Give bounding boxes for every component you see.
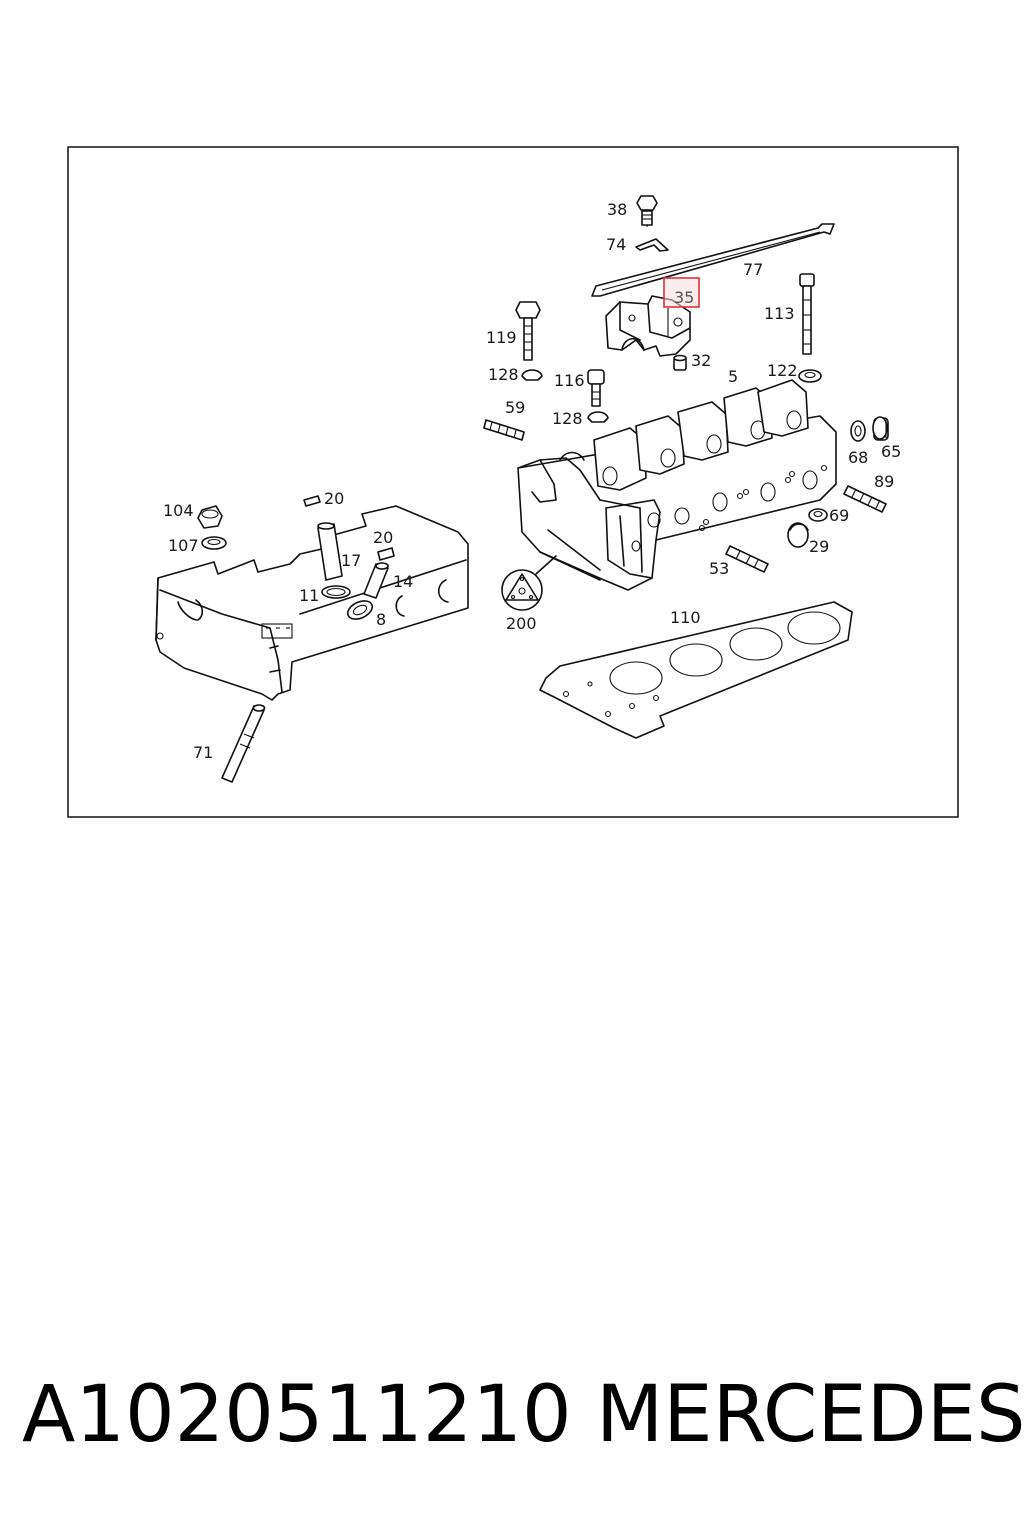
callout-200[interactable]: 200 xyxy=(506,614,537,633)
cam-bearing-towers xyxy=(593,379,809,491)
part-11-ring xyxy=(321,585,351,599)
part-footer: A1020511210 MERCEDES xyxy=(0,1370,1024,1470)
part-14-tube xyxy=(363,562,389,599)
callout-38[interactable]: 38 xyxy=(607,200,627,219)
callout-89[interactable]: 89 xyxy=(874,472,894,491)
callout-128-upper[interactable]: 128 xyxy=(488,365,519,384)
callout-53[interactable]: 53 xyxy=(709,559,729,578)
part-74-clip xyxy=(635,238,669,252)
callout-68[interactable]: 68 xyxy=(848,448,868,467)
part-69-washer xyxy=(808,508,828,522)
part-68-seal xyxy=(850,420,866,442)
part-17-tube xyxy=(317,522,343,581)
callout-32[interactable]: 32 xyxy=(691,351,711,370)
callout-77[interactable]: 77 xyxy=(743,260,763,279)
part-116-bolt xyxy=(587,369,605,407)
part-71-tube xyxy=(221,704,266,783)
callout-17[interactable]: 17 xyxy=(341,551,361,570)
callout-8[interactable]: 8 xyxy=(376,610,386,629)
part-35-bearing-cap xyxy=(605,295,691,357)
part-113-bolt xyxy=(799,273,815,355)
callout-35[interactable]: 35 xyxy=(674,288,694,307)
part-20-clip-a xyxy=(303,495,321,507)
callout-29[interactable]: 29 xyxy=(809,537,829,556)
callout-5[interactable]: 5 xyxy=(728,367,738,386)
callout-20-upper[interactable]: 20 xyxy=(324,489,344,508)
callout-20-lower[interactable]: 20 xyxy=(373,528,393,547)
callout-14[interactable]: 14 xyxy=(393,572,413,591)
callout-59[interactable]: 59 xyxy=(505,398,525,417)
part-128-washer-b xyxy=(587,411,609,423)
callout-65[interactable]: 65 xyxy=(881,442,901,461)
part-122-washer xyxy=(798,369,822,383)
part-107-seal xyxy=(201,536,227,550)
part-77-rail xyxy=(591,223,835,297)
callout-119[interactable]: 119 xyxy=(486,328,517,347)
callout-122[interactable]: 122 xyxy=(767,361,798,380)
part-29-plug xyxy=(787,522,809,548)
part-32-dowel xyxy=(673,354,687,371)
part-8-seal xyxy=(346,600,374,620)
part-53-stud xyxy=(725,545,769,573)
callout-69[interactable]: 69 xyxy=(829,506,849,525)
part-number: A1020511210 xyxy=(22,1370,572,1460)
callout-74[interactable]: 74 xyxy=(606,235,626,254)
part-89-stud xyxy=(843,485,887,513)
callout-116[interactable]: 116 xyxy=(554,371,585,390)
part-38-bolt xyxy=(636,195,658,227)
part-200-flange xyxy=(501,555,557,611)
part-119-bolt xyxy=(515,301,541,361)
callout-71[interactable]: 71 xyxy=(193,743,213,762)
callout-128-lower[interactable]: 128 xyxy=(552,409,583,428)
highlight-box-35[interactable] xyxy=(663,277,700,308)
callout-107[interactable]: 107 xyxy=(168,536,199,555)
cylinder-head-block xyxy=(517,379,837,591)
part-128-washer-a xyxy=(521,369,543,381)
callout-110[interactable]: 110 xyxy=(670,608,701,627)
brand-name: MERCEDES xyxy=(596,1370,1024,1460)
part-59-stud xyxy=(483,419,525,441)
part-20-clip-b xyxy=(377,547,395,561)
callout-104[interactable]: 104 xyxy=(163,501,194,520)
callout-labels: 38 74 77 35 119 113 32 128 116 5 122 59 … xyxy=(163,200,901,762)
callout-11[interactable]: 11 xyxy=(299,586,319,605)
part-110-head-gasket xyxy=(539,601,853,739)
part-65-plug xyxy=(872,416,889,441)
callout-113[interactable]: 113 xyxy=(764,304,795,323)
part-104-plug xyxy=(197,505,223,529)
